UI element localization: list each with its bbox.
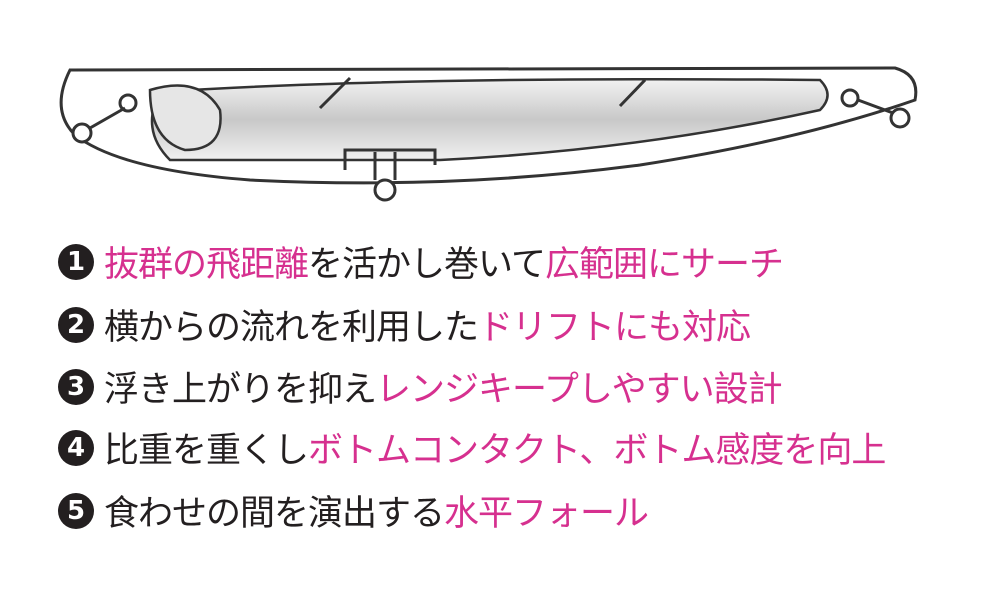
front-hook-eye-icon	[71, 122, 93, 144]
feature-line-3: 3 浮き上がりを抑え レンジキープしやすい設計	[58, 361, 783, 412]
feature-text: 浮き上がりを抑え	[104, 370, 377, 410]
lure-weight	[148, 84, 222, 152]
number-badge: 5	[58, 492, 94, 529]
number-badge: 2	[58, 306, 94, 343]
number-badge: 4	[58, 429, 94, 466]
feature-highlight: ボトムコンタクト、ボトム感度を向上	[308, 431, 886, 471]
feature-line-2: 2 横からの流れを利用した ドリフトにも対応	[58, 299, 751, 350]
number-badge: 1	[58, 243, 94, 280]
feature-highlight: レンジキープしやすい設計	[376, 370, 783, 410]
tail-hook-eye-icon	[889, 107, 911, 129]
feature-line-1: 1 抜群の飛距離 を活かし巻いて 広範囲にサーチ	[58, 236, 784, 287]
belly-hook-eye-mount	[343, 148, 437, 180]
number-badge: 3	[58, 368, 94, 405]
belly-eye-icon	[373, 178, 397, 202]
feature-highlight: 抜群の飛距離	[104, 245, 309, 285]
lure-inner-chamber	[150, 77, 829, 162]
feature-text: を活かし巻いて	[308, 245, 546, 285]
feature-text: 比重を重くし	[104, 431, 309, 471]
feature-text: 横からの流れを利用した	[104, 308, 479, 348]
lure-diagram	[59, 66, 918, 202]
feature-text: 食わせの間を演出する	[104, 494, 445, 534]
feature-line-5: 5 食わせの間を演出する 水平フォール	[58, 485, 649, 536]
rear-eye-icon	[840, 88, 860, 108]
feature-line-4: 4 比重を重くし ボトムコンタクト、ボトム感度を向上	[58, 422, 886, 473]
feature-highlight: 水平フォール	[444, 494, 649, 534]
feature-highlight: 広範囲にサーチ	[544, 245, 784, 285]
feature-highlight: ドリフトにも対応	[478, 308, 751, 348]
